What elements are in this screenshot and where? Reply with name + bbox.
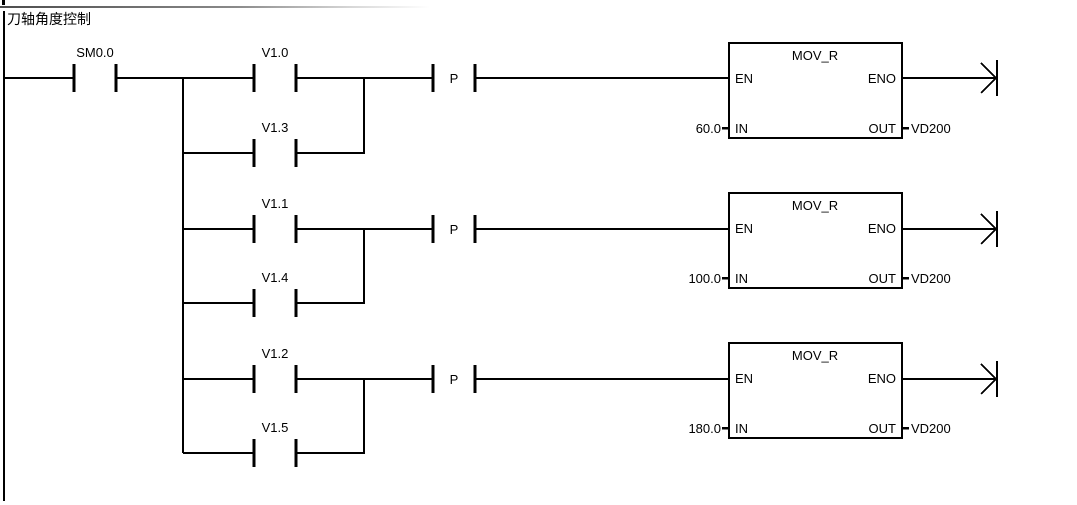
in-operand-value[interactable]: 60.0 (696, 121, 721, 136)
contact-operand-label[interactable]: V1.2 (262, 346, 289, 361)
pin-label-eno: ENO (868, 221, 896, 236)
pin-label-in: IN (735, 271, 748, 286)
block-title: MOV_R (792, 48, 838, 63)
contact-operand-label[interactable]: V1.0 (262, 45, 289, 60)
block-body[interactable] (728, 42, 903, 139)
contact-operand-label[interactable]: V1.1 (262, 196, 289, 211)
contact-v1-1[interactable]: V1.1 (252, 196, 298, 243)
contact-v1-5[interactable]: V1.5 (252, 420, 298, 467)
contact-operand-label[interactable]: V1.4 (262, 270, 289, 285)
in-operand-value[interactable]: 100.0 (688, 271, 721, 286)
pin-label-out: OUT (869, 121, 897, 136)
contact-operand-label[interactable]: V1.3 (262, 120, 289, 135)
contact-v1-3[interactable]: V1.3 (252, 120, 298, 167)
block-mov-r-1[interactable]: MOV_R EN ENO IN OUT 60.0 VD200 (696, 42, 951, 139)
pin-label-eno: ENO (868, 371, 896, 386)
pin-label-eno: ENO (868, 71, 896, 86)
out-operand[interactable]: VD200 (911, 271, 951, 286)
block-body[interactable] (728, 342, 903, 439)
pin-label-out: OUT (869, 421, 897, 436)
contact-function-label: P (450, 372, 459, 387)
pin-label-out: OUT (869, 271, 897, 286)
contact-v1-0[interactable]: V1.0 (252, 45, 298, 92)
network-title[interactable]: 刀轴角度控制 (7, 11, 91, 27)
contact-pulse-3[interactable]: P (431, 365, 477, 393)
contact-function-label: P (450, 71, 459, 86)
contact-function-label: P (450, 222, 459, 237)
pin-label-en: EN (735, 221, 753, 236)
continuation-arrow-1 (902, 60, 998, 96)
in-operand-value[interactable]: 180.0 (688, 421, 721, 436)
contact-sm0-0[interactable]: SM0.0 (72, 45, 118, 92)
continuation-arrow-2 (902, 211, 998, 247)
rung-2: V1.1 V1.4 P MOV_R EN (183, 192, 998, 317)
contact-pulse-1[interactable]: P (431, 64, 477, 92)
pin-label-en: EN (735, 371, 753, 386)
block-mov-r-3[interactable]: MOV_R EN ENO IN OUT 180.0 VD200 (688, 342, 951, 439)
out-operand[interactable]: VD200 (911, 421, 951, 436)
continuation-arrow-3 (902, 361, 998, 397)
contact-v1-2[interactable]: V1.2 (252, 346, 298, 393)
pin-label-en: EN (735, 71, 753, 86)
block-title: MOV_R (792, 348, 838, 363)
pin-label-in: IN (735, 121, 748, 136)
contact-pulse-2[interactable]: P (431, 215, 477, 243)
contact-operand-label[interactable]: SM0.0 (76, 45, 114, 60)
rung-3: V1.2 V1.5 P MOV_R EN (183, 342, 998, 467)
out-operand[interactable]: VD200 (911, 121, 951, 136)
network-separator (0, 6, 430, 8)
contact-operand-label[interactable]: V1.5 (262, 420, 289, 435)
rung-1: V1.0 V1.3 P (183, 42, 998, 167)
contact-v1-4[interactable]: V1.4 (252, 270, 298, 317)
block-body[interactable] (728, 192, 903, 289)
block-title: MOV_R (792, 198, 838, 213)
block-mov-r-2[interactable]: MOV_R EN ENO IN OUT 100.0 VD200 (688, 192, 951, 289)
pin-label-in: IN (735, 421, 748, 436)
